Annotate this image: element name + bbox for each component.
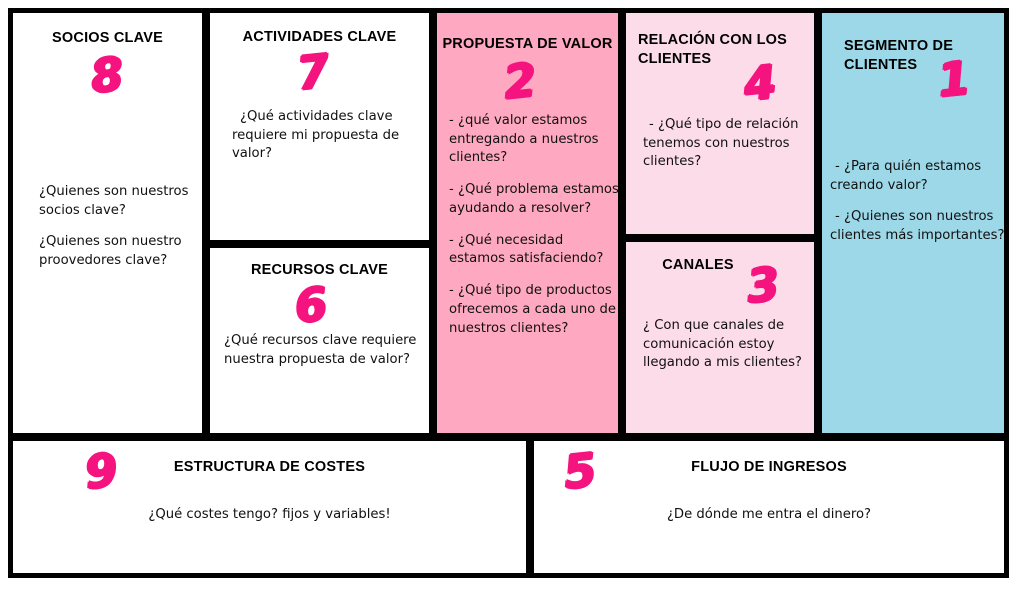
- block-number-8: 8: [88, 46, 126, 104]
- block-body-socios-clave: ¿Quienes son nuestros socios clave? ¿Quie…: [39, 183, 199, 271]
- body-line: ¿Qué actividades clave requiere mi propu…: [232, 109, 400, 162]
- block-title-actividades-clave: ACTIVIDADES CLAVE: [242, 29, 397, 45]
- block-recursos-clave[interactable]: RECURSOS CLAVE 6 ¿Qué recursos clave req…: [205, 243, 434, 438]
- block-socios-clave[interactable]: SOCIOS CLAVE 8 ¿Quienes son nuestros soc…: [8, 8, 207, 438]
- body-line: ¿Qué recursos clave requiere nuestra pro…: [224, 333, 417, 367]
- block-body-recursos-clave: ¿Qué recursos clave requiere nuestra pro…: [224, 332, 429, 369]
- block-body-relacion-con-los-clientes: - ¿Qué tipo de relación tenemos con nues…: [643, 116, 811, 172]
- block-body-actividades-clave: ¿Qué actividades clave requiere mi propu…: [232, 108, 422, 164]
- body-line: - ¿qué valor estamos entregando a nuestr…: [449, 113, 599, 166]
- block-title-segmento-de-clientes: SEGMENTO DE CLIENTES: [844, 38, 954, 74]
- block-body-canales: ¿ Con que canales de comunicación estoy …: [643, 317, 814, 373]
- block-number-6: 6: [292, 276, 330, 334]
- block-segmento-de-clientes[interactable]: SEGMENTO DE CLIENTES 1 - ¿Para quién est…: [817, 8, 1009, 438]
- block-body-segmento-de-clientes: - ¿Para quién estamos creando valor? - ¿Q…: [830, 158, 1005, 246]
- block-body-flujo-de-ingresos: ¿De dónde me entra el dinero?: [534, 506, 1004, 525]
- block-title-canales: CANALES: [662, 257, 734, 273]
- block-canales[interactable]: CANALES 3 ¿ Con que canales de comunicac…: [621, 237, 819, 438]
- body-line: - ¿Qué tipo de productos ofrecemos a cad…: [449, 283, 617, 336]
- body-line: - ¿Qué necesidad estamos satisfaciendo?: [449, 232, 604, 267]
- body-line: ¿ Con que canales de comunicación estoy …: [643, 318, 802, 371]
- block-title-flujo-de-ingresos: FLUJO DE INGRESOS: [691, 459, 847, 475]
- block-title-socios-clave: SOCIOS CLAVE: [52, 30, 163, 46]
- body-line: ¿Qué costes tengo? fijos y variables!: [148, 507, 391, 522]
- block-body-estructura-de-costes: ¿Qué costes tengo? fijos y variables!: [13, 506, 526, 525]
- block-flujo-de-ingresos[interactable]: FLUJO DE INGRESOS 5 ¿De dónde me entra e…: [529, 436, 1009, 578]
- body-line: - ¿Qué problema estamos ayudando a resol…: [449, 182, 619, 216]
- body-line: ¿Quienes son nuestro proovedores clave?: [39, 234, 182, 269]
- block-title-propuesta-de-valor: PROPUESTA DE VALOR: [442, 36, 613, 52]
- body-line: - ¿Para quién estamos creando valor?: [830, 159, 982, 193]
- body-line: ¿Quienes son nuestros socios clave?: [39, 184, 189, 218]
- block-title-relacion-con-los-clientes: RELACIÓN CON LOS CLIENTES: [638, 32, 788, 68]
- block-estructura-de-costes[interactable]: ESTRUCTURA DE COSTES 9 ¿Qué costes tengo…: [8, 436, 531, 578]
- block-actividades-clave[interactable]: ACTIVIDADES CLAVE 7 ¿Qué actividades cla…: [205, 8, 434, 245]
- block-number-2: 2: [501, 52, 539, 110]
- block-relacion-con-los-clientes[interactable]: RELACIÓN CON LOS CLIENTES 4 - ¿Qué tipo …: [621, 8, 819, 239]
- body-line: - ¿Quienes son nuestros clientes más imp…: [830, 209, 1005, 244]
- block-number-7: 7: [294, 43, 332, 101]
- body-line: ¿De dónde me entra el dinero?: [666, 507, 872, 522]
- block-title-estructura-de-costes: ESTRUCTURA DE COSTES: [173, 459, 366, 475]
- block-title-recursos-clave: RECURSOS CLAVE: [250, 262, 389, 278]
- block-propuesta-de-valor[interactable]: PROPUESTA DE VALOR 2 - ¿qué valor estamo…: [432, 8, 623, 438]
- block-body-propuesta-de-valor: - ¿qué valor estamos entregando a nuestr…: [449, 112, 619, 338]
- body-line: - ¿Qué tipo de relación tenemos con nues…: [643, 117, 799, 170]
